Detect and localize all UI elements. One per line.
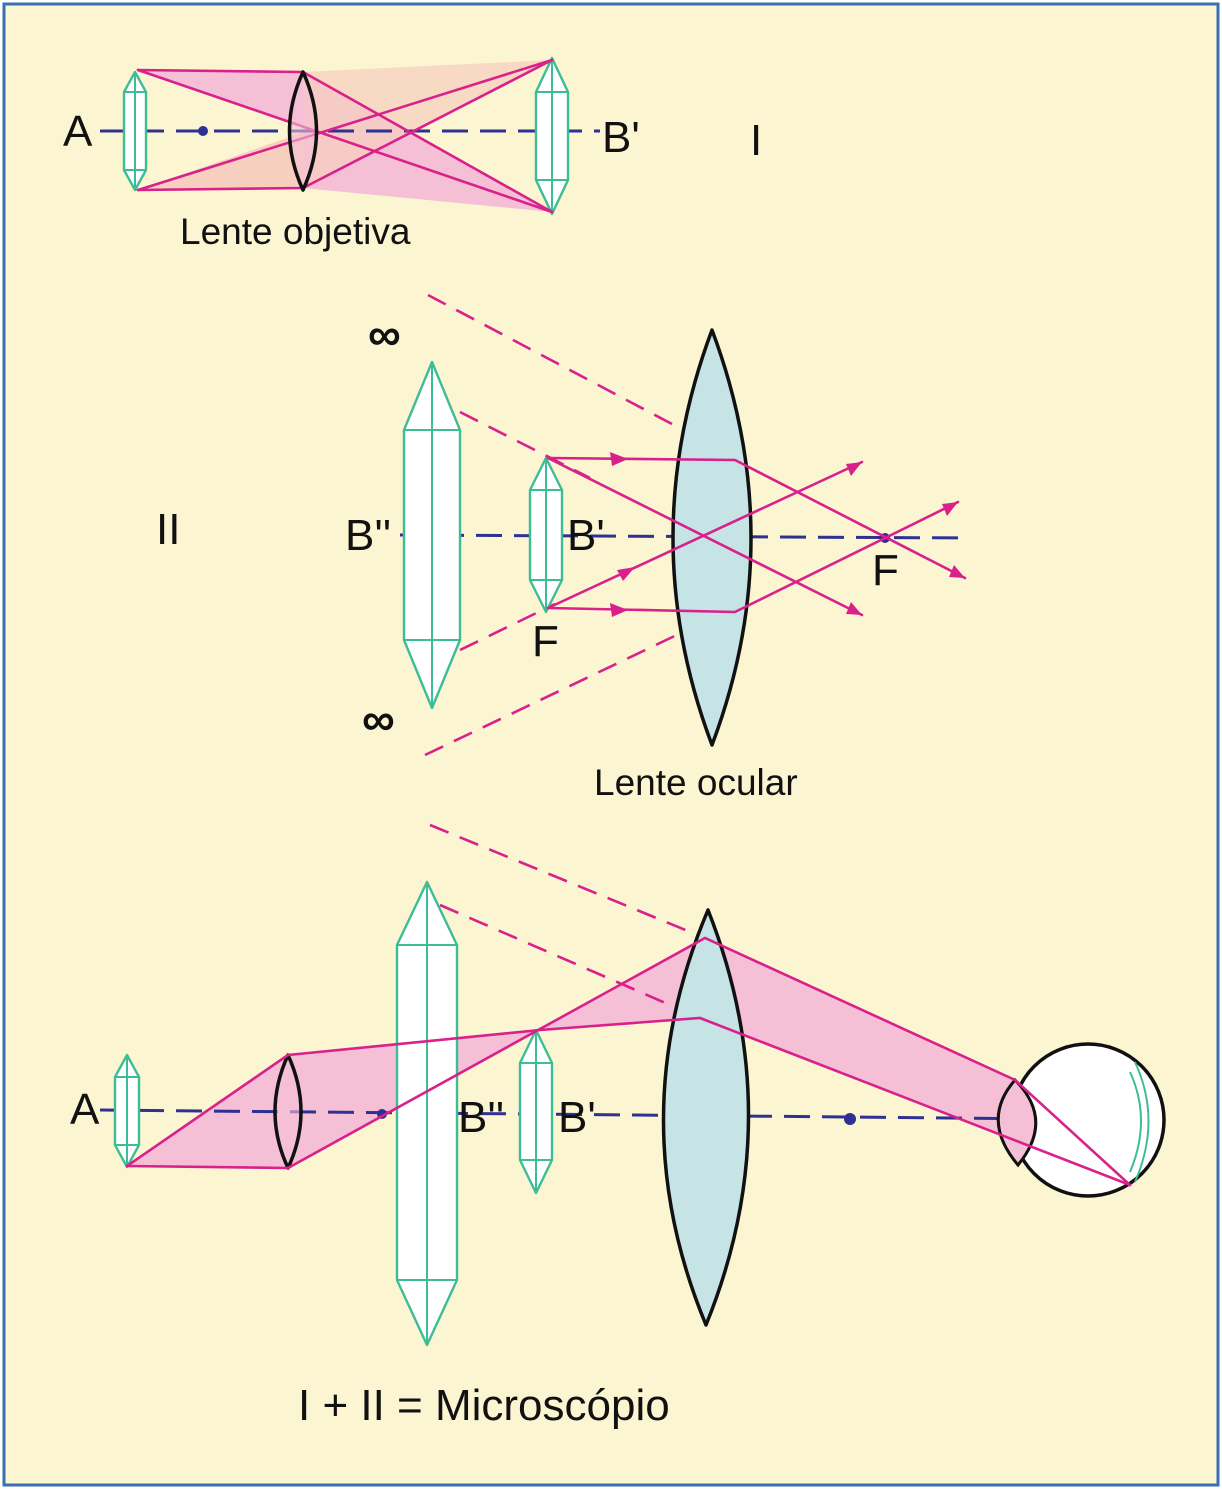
label-B-prime-combined: B' xyxy=(558,1093,596,1142)
label-B-prime-II: B' xyxy=(567,511,605,560)
label-infinity-bottom: ∞ xyxy=(362,693,395,745)
rays-combined xyxy=(125,936,1132,1187)
combined-microscope: A B'' B' I + II = Microscópio xyxy=(70,823,1166,1430)
ocular-lens-combined xyxy=(661,908,751,1327)
focal-point-I xyxy=(198,126,208,136)
caption-ocular-lens: Lente ocular xyxy=(594,762,798,803)
virtual-image-B-double-prime-combined xyxy=(395,880,459,1347)
eye-retina-inner xyxy=(1129,1071,1142,1173)
roman-I: I xyxy=(750,116,762,165)
label-infinity-top: ∞ xyxy=(368,308,401,360)
label-F-left: F xyxy=(532,617,559,666)
caption-objective-lens: Lente objetiva xyxy=(180,211,411,252)
label-B-prime-I: B' xyxy=(602,113,640,162)
part-I-objective: A B' I Lente objetiva xyxy=(63,56,762,252)
virtual-ray-combined-inner xyxy=(439,903,701,1020)
intermediate-image-B-prime-combined xyxy=(518,1028,554,1195)
eye xyxy=(996,1042,1166,1198)
virtual-image-B-double-prime-crystal xyxy=(402,360,462,710)
eye-retina xyxy=(1134,1061,1150,1183)
label-A-I: A xyxy=(63,107,93,156)
virtual-ray-top-inner xyxy=(459,410,591,480)
label-A-combined: A xyxy=(70,1085,100,1134)
image-B-prime-crystal xyxy=(534,56,570,216)
label-B-double-prime-combined: B'' xyxy=(458,1093,504,1142)
objective-lens xyxy=(287,70,319,192)
virtual-ray-bottom-inner xyxy=(459,602,556,652)
point-ocular-focus xyxy=(844,1113,856,1125)
rays-II xyxy=(546,456,967,617)
object-A-crystal xyxy=(122,70,148,192)
roman-II: II xyxy=(156,505,180,554)
virtual-ray-bottom-outer xyxy=(424,610,726,757)
beam-lower xyxy=(138,130,310,190)
ocular-lens xyxy=(671,328,753,747)
part-II-ocular: ∞ ∞ II B'' B' F F Lente ocular xyxy=(156,293,971,803)
label-B-double-prime-II: B'' xyxy=(345,511,391,560)
object-A-combined xyxy=(113,1053,141,1169)
virtual-ray-combined-outer xyxy=(429,823,706,940)
label-F-right: F xyxy=(872,546,899,595)
intermediate-image-B-prime-crystal xyxy=(528,456,564,614)
ray-arrows-II xyxy=(610,452,965,617)
caption-microscope: I + II = Microscópio xyxy=(298,1381,670,1430)
